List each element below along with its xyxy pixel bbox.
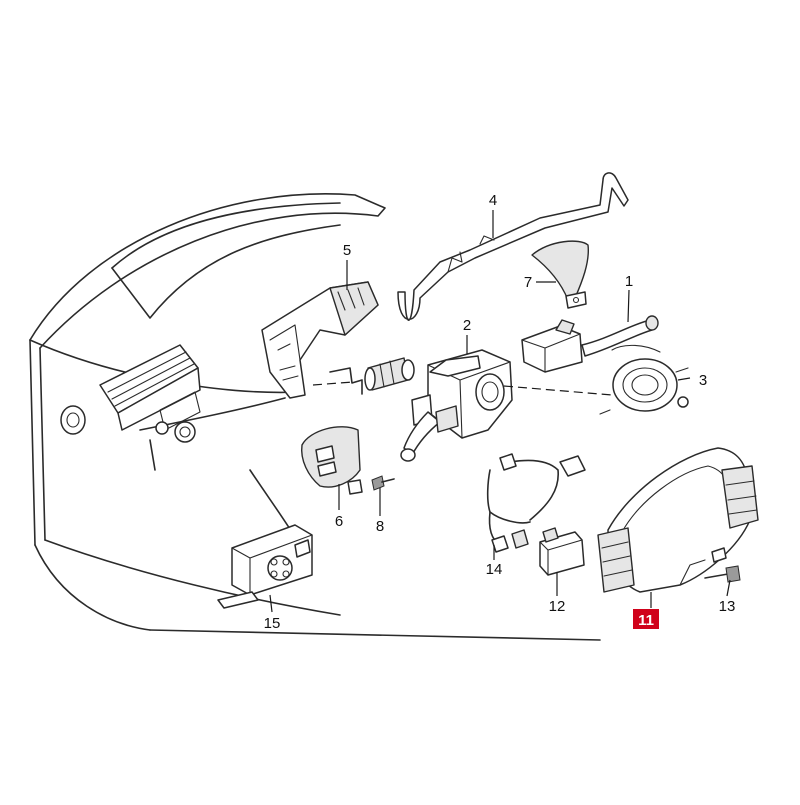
part-7-cover-cap: [531, 240, 590, 309]
callout-11: 11: [638, 612, 654, 629]
callout-6: 6: [335, 513, 343, 530]
dashboard-air-vent: [99, 344, 201, 443]
part-14-wiring-harness: [486, 453, 586, 553]
callout-8: 8: [376, 518, 384, 535]
part-13-screw: [704, 565, 741, 583]
callout-3: 3: [699, 372, 707, 389]
part-3-clock-spring: [599, 344, 689, 415]
part-4-bracket: [397, 172, 629, 321]
leader-lines: [269, 210, 731, 613]
highlight-box-11: [633, 609, 659, 629]
part-11-button-module: [597, 447, 759, 593]
part-15-module: [217, 524, 313, 609]
part-12-control-unit: [539, 527, 585, 576]
callout-labels: 1 2 3 4 5 6 7 8 11 12 13 14 15: [264, 192, 736, 632]
callout-12: 12: [549, 598, 566, 615]
callout-2: 2: [463, 317, 471, 334]
callout-5: 5: [343, 242, 351, 259]
callout-7: 7: [524, 274, 532, 291]
callout-15: 15: [264, 615, 281, 632]
part-2-switch-housing: [400, 349, 513, 462]
dashboard-outline: [29, 193, 601, 641]
callout-1: 1: [625, 273, 633, 290]
part-8-screw: [371, 475, 395, 491]
ignition-lock-cylinder: [364, 357, 415, 391]
part-1-switch-module: [521, 315, 659, 373]
part-5-control-module: [261, 281, 379, 399]
part-6-trim-cover: [301, 426, 363, 495]
callout-4: 4: [489, 192, 497, 209]
callout-14: 14: [486, 561, 503, 578]
callout-13: 13: [719, 598, 736, 615]
